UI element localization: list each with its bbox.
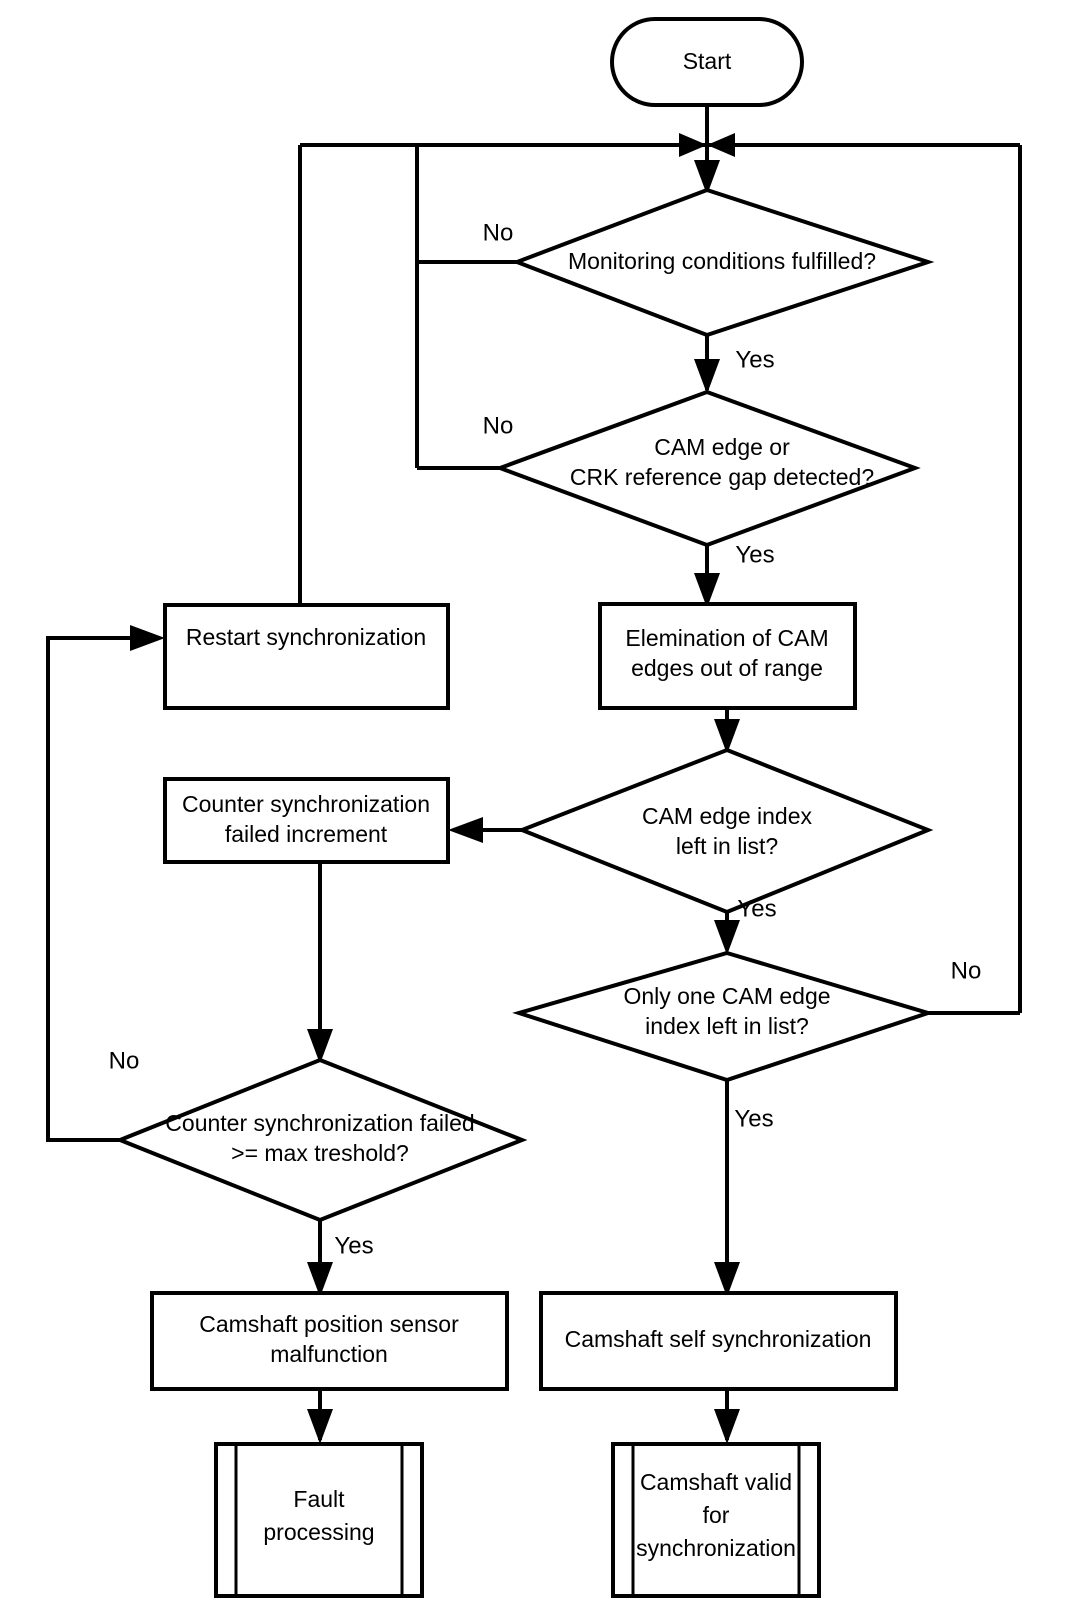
node-cam-edge-index-left[interactable] — [516, 747, 934, 915]
edge-label-monitoring-yes: Yes — [735, 346, 774, 373]
node-start-label: Start — [683, 48, 732, 74]
node-camshaft-self-sync[interactable] — [539, 1291, 898, 1391]
node-fault-processing-line1: Fault — [293, 1486, 345, 1512]
node-fault-processing-line2: processing — [263, 1519, 374, 1545]
node-cam-edge-or-crk-line1: CAM edge or — [654, 434, 790, 460]
node-restart-synchronization[interactable] — [163, 603, 450, 710]
arrowhead-malfunction — [307, 1409, 333, 1444]
arrowhead-threshold-yes — [307, 1262, 333, 1297]
node-cam-edge-or-crk[interactable] — [494, 389, 921, 548]
node-camshaft-self-sync-label: Camshaft self synchronization — [565, 1326, 872, 1352]
node-camshaft-malfunction-line1: Camshaft position sensor — [199, 1311, 459, 1337]
edge-label-onlyone-no: No — [951, 957, 982, 984]
arrowhead-counterinc — [307, 1029, 333, 1064]
edge-label-threshold-yes: Yes — [334, 1232, 373, 1259]
arrowhead-to-monitoring — [694, 160, 720, 195]
arrowhead-camcrk-yes — [694, 573, 720, 608]
node-monitoring-conditions-label: Monitoring conditions fulfilled? — [568, 248, 876, 274]
node-only-one-cam-edge-line2: index left in list? — [645, 1013, 809, 1039]
node-counter-sync-failed-increment[interactable] — [163, 777, 450, 864]
arrowhead-bus-left — [679, 133, 707, 157]
node-restart-synchronization-label: Restart synchronization — [186, 624, 426, 650]
conn-threshold-no — [46, 636, 140, 1142]
node-cam-edge-or-crk-line2: CRK reference gap detected? — [570, 464, 874, 490]
arrowhead-selfsync — [714, 1409, 740, 1444]
arrowhead-threshold-no — [130, 625, 165, 651]
node-elemination-of-cam-edges[interactable] — [598, 602, 857, 710]
arrowhead-onlyone-yes — [714, 1262, 740, 1297]
edge-label-monitoring-no: No — [483, 219, 514, 246]
edge-label-camindex-yes: Yes — [737, 895, 776, 922]
arrowhead-monitoring-yes — [694, 359, 720, 394]
node-counter-sync-threshold-line1: Counter synchronization failed — [165, 1110, 474, 1136]
node-fault-processing[interactable] — [214, 1442, 424, 1598]
node-cam-edge-index-left-line1: CAM edge index — [642, 803, 813, 829]
node-counter-sync-threshold[interactable] — [114, 1057, 528, 1223]
arrowhead-camindex-yes — [714, 920, 740, 955]
node-only-one-cam-edge-line1: Only one CAM edge — [623, 983, 830, 1009]
node-camshaft-malfunction-line2: malfunction — [270, 1341, 388, 1367]
arrowhead-camindex-no — [448, 817, 483, 843]
node-camshaft-malfunction[interactable] — [150, 1291, 509, 1391]
node-only-one-cam-edge[interactable] — [512, 950, 935, 1083]
node-counter-sync-threshold-line2: >= max treshold? — [231, 1140, 409, 1166]
node-counter-sync-failed-increment-line1: Counter synchronization — [182, 791, 430, 817]
node-cam-edge-index-left-line2: left in list? — [676, 833, 778, 859]
node-camshaft-valid-line1: Camshaft valid — [640, 1469, 792, 1495]
edge-label-threshold-no: No — [109, 1047, 140, 1074]
node-camshaft-valid-line2: for — [703, 1502, 730, 1528]
node-monitoring-conditions[interactable] — [511, 187, 935, 338]
node-elemination-line2: edges out of range — [631, 655, 823, 681]
edge-label-onlyone-yes: Yes — [734, 1105, 773, 1132]
node-start[interactable] — [610, 17, 804, 107]
arrowhead-elemination — [714, 719, 740, 754]
node-counter-sync-failed-increment-line2: failed increment — [225, 821, 388, 847]
node-elemination-line1: Elemination of CAM — [625, 625, 828, 651]
arrowhead-bus-right — [707, 133, 735, 157]
node-camshaft-valid-line3: synchronization — [636, 1535, 796, 1561]
edge-label-camcrk-no: No — [483, 412, 514, 439]
edge-label-camcrk-yes: Yes — [735, 541, 774, 568]
node-camshaft-valid[interactable] — [611, 1442, 821, 1598]
